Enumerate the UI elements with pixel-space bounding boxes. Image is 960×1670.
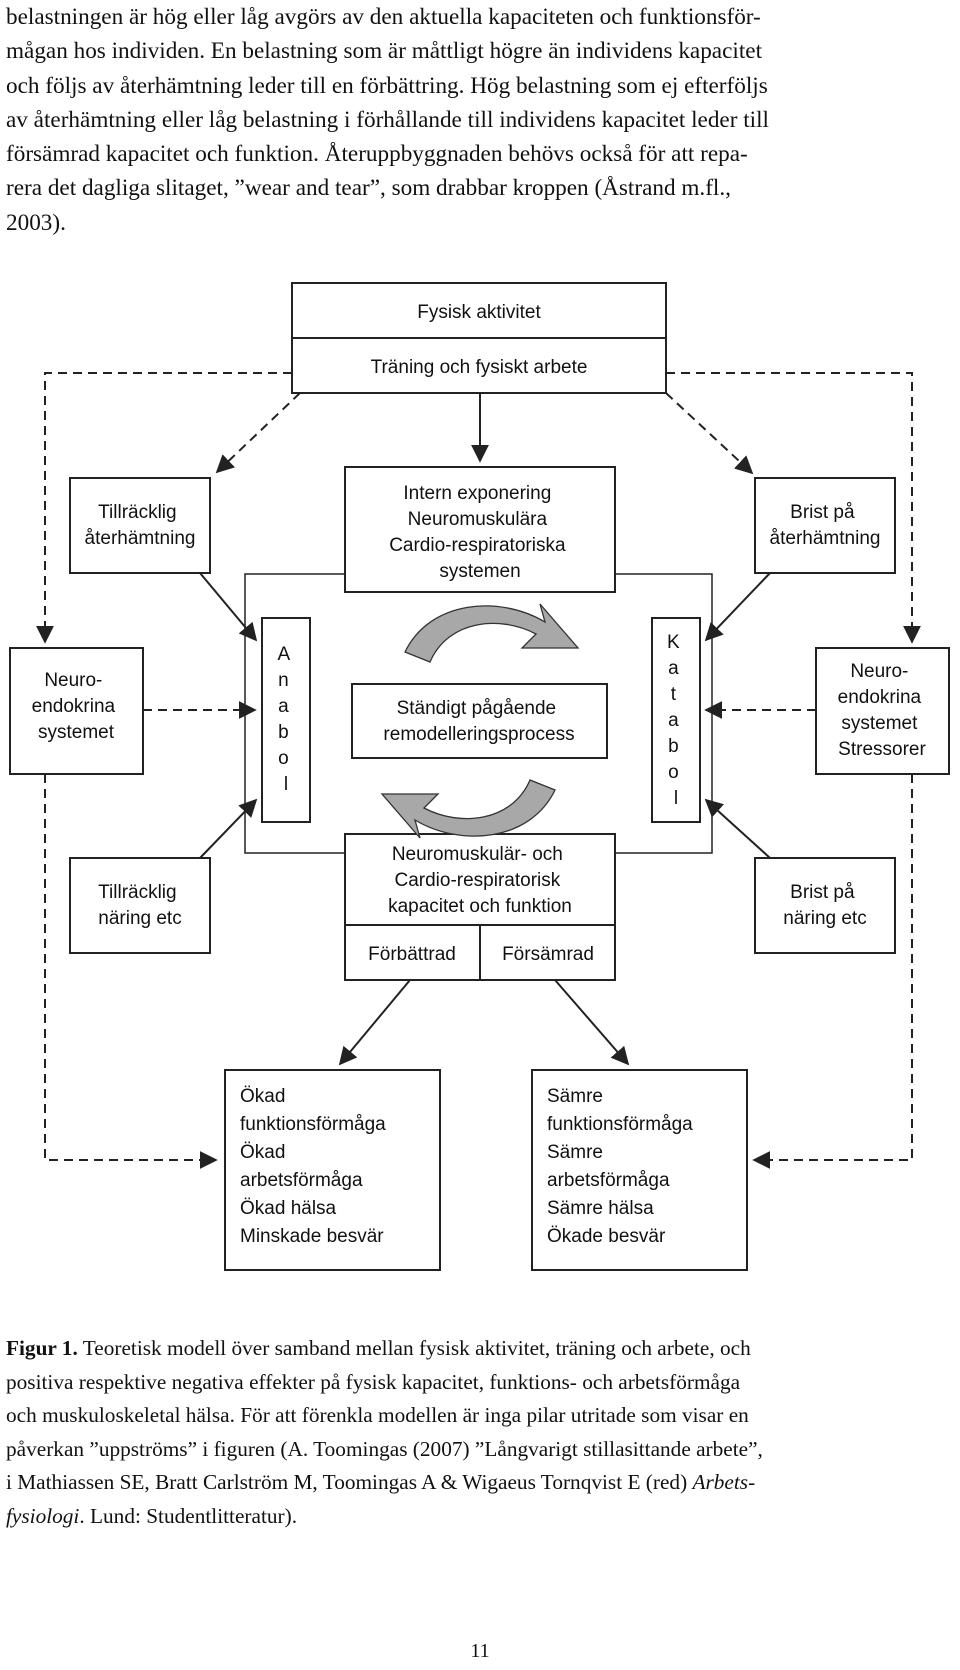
arrow-left-nutrition-to-anabol [199,798,258,859]
anabol-label: A n a b o l [278,644,295,795]
caption-text: Teoretisk modell över samband mellan fys… [77,1336,751,1360]
dashed-arrow-right-bottom [752,774,913,1169]
left-recovery-box [69,477,211,574]
right-nutrition-box [754,857,896,954]
caption-line: positiva respektive negativa effekter på… [6,1369,741,1394]
caption-line: Figur 1. Teoretisk modell över samband m… [6,1332,956,1366]
intro-line: rera det dagliga slitaget, ”wear and tea… [6,175,731,202]
left-neuro-label: Neuro- endokrina systemet [32,670,121,743]
intro-line: och följs av återhämtning leder till en … [6,72,768,99]
process-box [351,683,608,759]
right-recovery-box [754,477,896,574]
caption-italic: Arbets- [692,1470,756,1495]
caption-line: och muskuloskeletal hälsa. För att fören… [6,1403,749,1428]
anabol-box [261,617,311,823]
caption-line: påverkan ”uppströms” i figuren (A. Toomi… [6,1436,763,1461]
dashed-arrow-left-bottom [44,774,218,1169]
caption-line: i Mathiassen SE, Bratt Carlström M, Toom… [6,1466,956,1500]
model-diagram: Fysisk aktivitet Träning och fysiskt arb… [9,282,950,1271]
arrow-left-recovery-to-anabol [199,572,258,642]
worsened-label: Försämrad [502,944,594,965]
arrow-improved-to-positive [338,979,411,1066]
top-box-title: Fysisk aktivitet [417,302,541,323]
dashed-arrow-right-top [666,372,921,644]
caption-italic: fysiologi [6,1503,80,1528]
arrow-right-recovery-to-katabol [704,572,771,642]
outcome-negative-label: Sämre funktionsförmåga Sämre arbetsförmå… [547,1086,698,1247]
intro-line: belastningen är hög eller låg avgörs av … [6,4,761,30]
cycle-arrows-icon [380,603,580,839]
page-number: 11 [470,1640,490,1662]
dashed-arrow-to-left-recovery [215,392,301,474]
top-box-subtitle: Träning och fysiskt arbete [371,357,588,378]
intro-line: försämrad kapacitet och funktion. Återup… [6,141,748,168]
right-nutrition-label: Brist på näring etc [783,882,866,929]
center-bottom-label: Neuromuskulär- och Cardio-respiratorisk … [388,844,572,917]
center-top-label: Intern exponering Neuromuskulära Cardio-… [389,483,571,582]
outcome-positive-box [224,1069,441,1271]
caption-label: Figur 1. [6,1336,78,1360]
improved-label: Förbättrad [368,944,456,965]
dashed-arrow-to-right-recovery [665,392,754,475]
caption-line: fysiologi. Lund: Studentlitteratur). [6,1500,956,1534]
katabol-label: K a t a b o l [667,632,685,809]
outcome-positive-label: Ökad funktionsförmåga Ökad arbetsförmåga… [240,1086,391,1247]
arrow-worsened-to-negative [554,979,630,1066]
center-top-box [344,466,616,593]
figure-caption: Figur 1. Teoretisk modell över samband m… [6,1332,956,1534]
intro-paragraph: belastningen är hög eller låg avgörs av … [6,0,956,240]
arrow-right-nutrition-to-katabol [704,798,771,859]
outcome-negative-box [531,1069,748,1271]
caption-text: i Mathiassen SE, Bratt Carlström M, Toom… [6,1470,693,1495]
left-nutrition-label: Tillräcklig näring etc [98,882,182,929]
intro-line: av återhämtning eller låg belastning i f… [6,106,770,133]
right-neuro-label: Neuro- endokrina systemet Stressorer [838,661,927,760]
caption-text: . Lund: Studentlitteratur). [79,1503,298,1528]
katabol-box [651,617,701,823]
intro-line: 2003). [6,209,66,236]
process-label: Ständigt pågående remodelleringsprocess [383,698,574,745]
right-recovery-label: Brist på återhämtning [770,502,881,549]
intro-line: mågan hos individen. En belastning som ä… [6,38,763,65]
dashed-arrow-left-top [36,372,292,644]
left-nutrition-box [69,857,211,954]
left-recovery-label: Tillräcklig återhämtning [85,502,196,549]
